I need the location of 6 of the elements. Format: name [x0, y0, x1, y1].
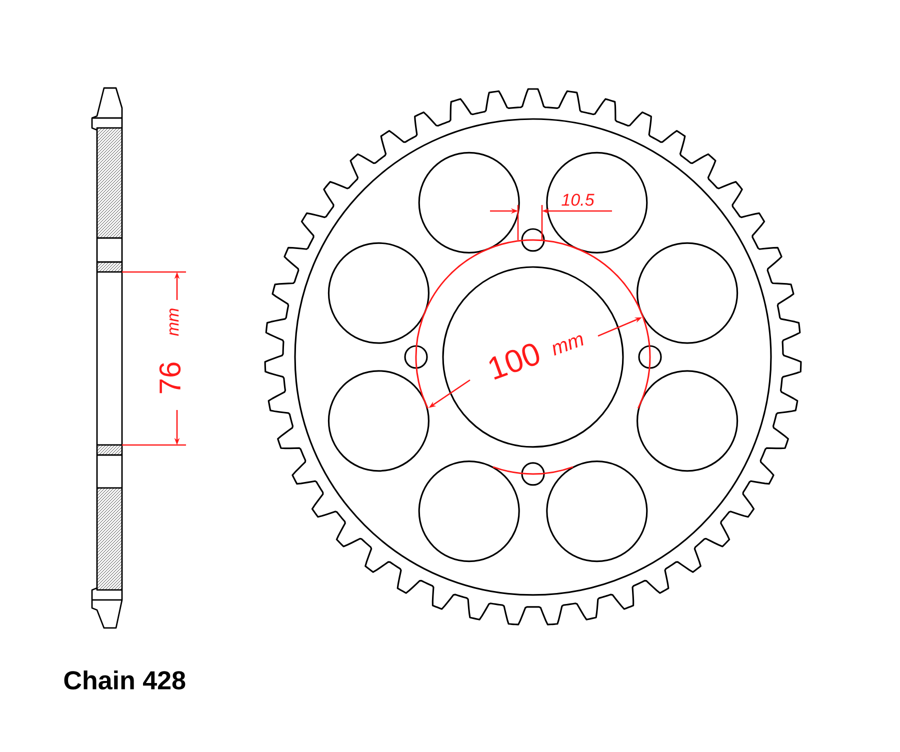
caption-text: Chain 428 — [64, 670, 186, 690]
dimension-text: 100 — [489, 344, 540, 380]
dimension-text: 76 — [159, 362, 181, 394]
dimension-text: mm — [169, 308, 179, 336]
dimension-text: mm — [552, 335, 584, 356]
dimension-text: 10.5 — [562, 194, 594, 206]
